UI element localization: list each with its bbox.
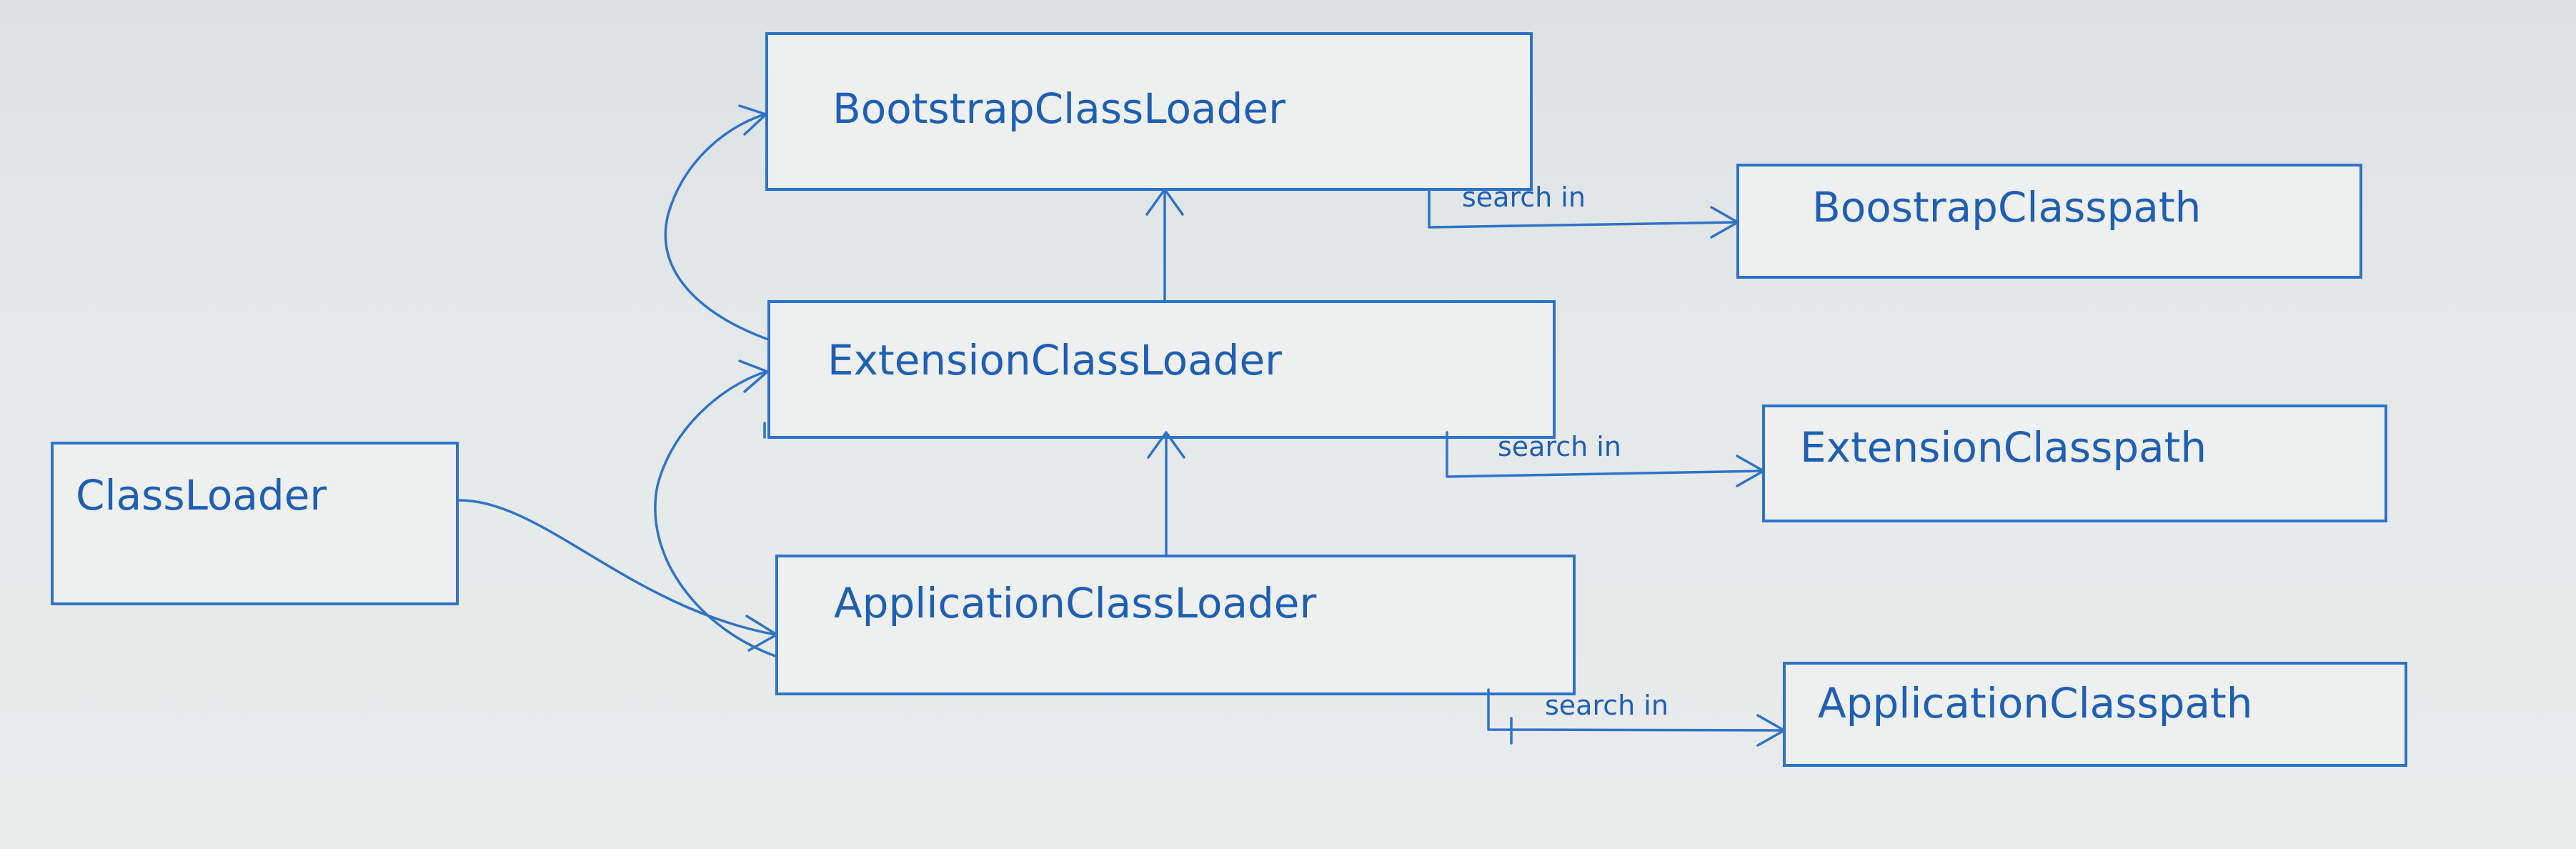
arrow-application-to-extension — [1147, 431, 1185, 557]
edge-bootstrap-search: search in — [1428, 182, 1739, 239]
node-extension-classloader-label: ExtensionClassLoader — [827, 336, 1282, 384]
edge-application-search: search in — [1487, 688, 1786, 747]
node-classloader: ClassLoader — [51, 442, 459, 605]
curve-extension-to-bootstrap — [664, 104, 770, 341]
node-extension-classpath-label: ExtensionClasspath — [1800, 423, 2207, 472]
node-bootstrap-classloader-label: BootstrapClassLoader — [832, 84, 1285, 133]
node-application-classpath: ApplicationClasspath — [1783, 662, 2407, 767]
node-bootstrap-classpath: BoostrapClasspath — [1736, 164, 2362, 279]
node-extension-classloader: ExtensionClassLoader — [767, 300, 1556, 439]
node-extension-classpath: ExtensionClasspath — [1762, 404, 2387, 522]
node-application-classpath-label: ApplicationClasspath — [1818, 679, 2253, 728]
node-application-classloader-label: ApplicationClassLoader — [834, 579, 1316, 627]
curve-classloader-to-application — [458, 499, 778, 652]
node-bootstrap-classpath-label: BoostrapClasspath — [1812, 183, 2201, 232]
arrow-extension-to-bootstrap — [1145, 188, 1184, 302]
node-bootstrap-classloader: BootstrapClassLoader — [765, 32, 1533, 191]
node-classloader-label: ClassLoader — [76, 471, 327, 520]
curve-application-to-extension — [654, 359, 777, 657]
edge-extension-search-label: search in — [1498, 431, 1621, 462]
edge-application-search-label: search in — [1545, 690, 1669, 721]
node-application-classloader: ApplicationClassLoader — [775, 555, 1576, 695]
edge-bootstrap-search-label: search in — [1462, 182, 1586, 213]
edge-extension-search: search in — [1446, 431, 1765, 487]
